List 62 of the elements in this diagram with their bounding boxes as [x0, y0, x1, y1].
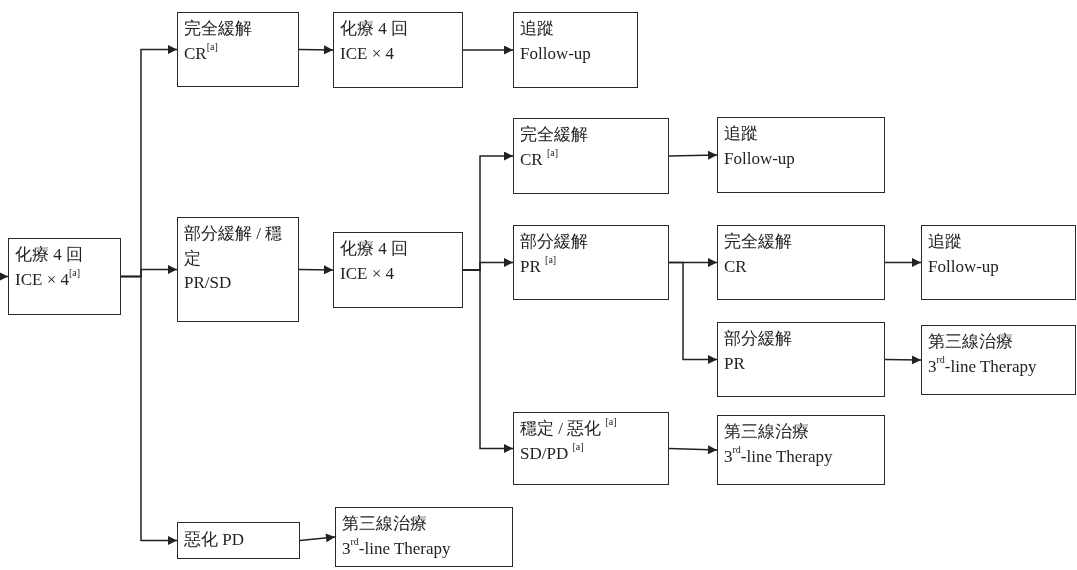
arrow [298, 265, 334, 275]
arrow [120, 275, 178, 545]
process-box [717, 117, 885, 193]
box-label: 完全緩解 [520, 124, 589, 146]
box-label: ICE × 4 [340, 42, 395, 65]
arrow [0, 272, 9, 281]
box-label: CR$^{[a]}$ [184, 41, 219, 65]
process-box [921, 225, 1076, 300]
box-label: 3$^{rd}$-line Therapy [928, 354, 1038, 378]
process-box [8, 238, 121, 315]
process-box [717, 322, 885, 397]
arrow [884, 258, 922, 267]
process-box [177, 217, 299, 322]
box-label: 第三線治療 [724, 421, 810, 443]
box-label: 化療 4 回 [340, 238, 409, 260]
arrow [668, 150, 718, 160]
box-label: 追蹤 [928, 231, 963, 253]
process-box [513, 412, 669, 485]
arrow [668, 445, 718, 455]
box-label: ICE × 4 [340, 262, 395, 285]
arrow [462, 269, 514, 453]
process-box [513, 118, 669, 194]
box-label: 第三線治療 [928, 331, 1014, 353]
box-label: PR $^{[a]}$ [520, 254, 558, 278]
box-label: 化療 4 回 [15, 244, 84, 266]
arrow [298, 45, 334, 55]
process-box [717, 415, 885, 485]
box-label: 追蹤 [520, 18, 555, 40]
box-label: 部分緩解 / 穩定 [184, 223, 284, 270]
process-box [333, 12, 463, 88]
box-label: 第三線治療 [342, 513, 428, 535]
process-box [717, 225, 885, 300]
box-label: 部分緩解 [520, 231, 589, 253]
box-label: ICE × 4$^{[a]}$ [15, 267, 82, 291]
box-label: Follow-up [520, 42, 592, 65]
box-label: Follow-up [724, 147, 796, 170]
process-box [513, 12, 638, 88]
box-label: 部分緩解 [724, 328, 793, 350]
process-box [333, 232, 463, 308]
box-label: 化療 4 回 [340, 18, 409, 40]
box-label: 完全緩解 [184, 18, 253, 40]
box-label: CR [724, 255, 748, 278]
arrow [462, 45, 514, 55]
arrow [299, 533, 336, 543]
box-label: 惡化 PD [184, 529, 245, 552]
box-label: 3$^{rd}$-line Therapy [342, 536, 452, 560]
process-box [513, 225, 669, 300]
process-box [335, 507, 513, 567]
box-label: PR/SD [184, 272, 233, 295]
box-label: CR $^{[a]}$ [520, 147, 560, 171]
process-box [177, 522, 300, 559]
box-label: 追蹤 [724, 123, 759, 145]
process-box [177, 12, 299, 87]
box-label: 3$^{rd}$-line Therapy [724, 444, 834, 468]
box-label: PR [724, 352, 746, 375]
process-box [921, 325, 1076, 395]
arrow [668, 261, 718, 364]
box-label: 穩定 / 惡化 $^{[a]}$ [520, 417, 618, 440]
box-label: Follow-up [928, 255, 1000, 278]
box-label: 完全緩解 [724, 231, 793, 253]
box-label: SD/PD $^{[a]}$ [520, 441, 585, 465]
arrow [884, 355, 922, 365]
